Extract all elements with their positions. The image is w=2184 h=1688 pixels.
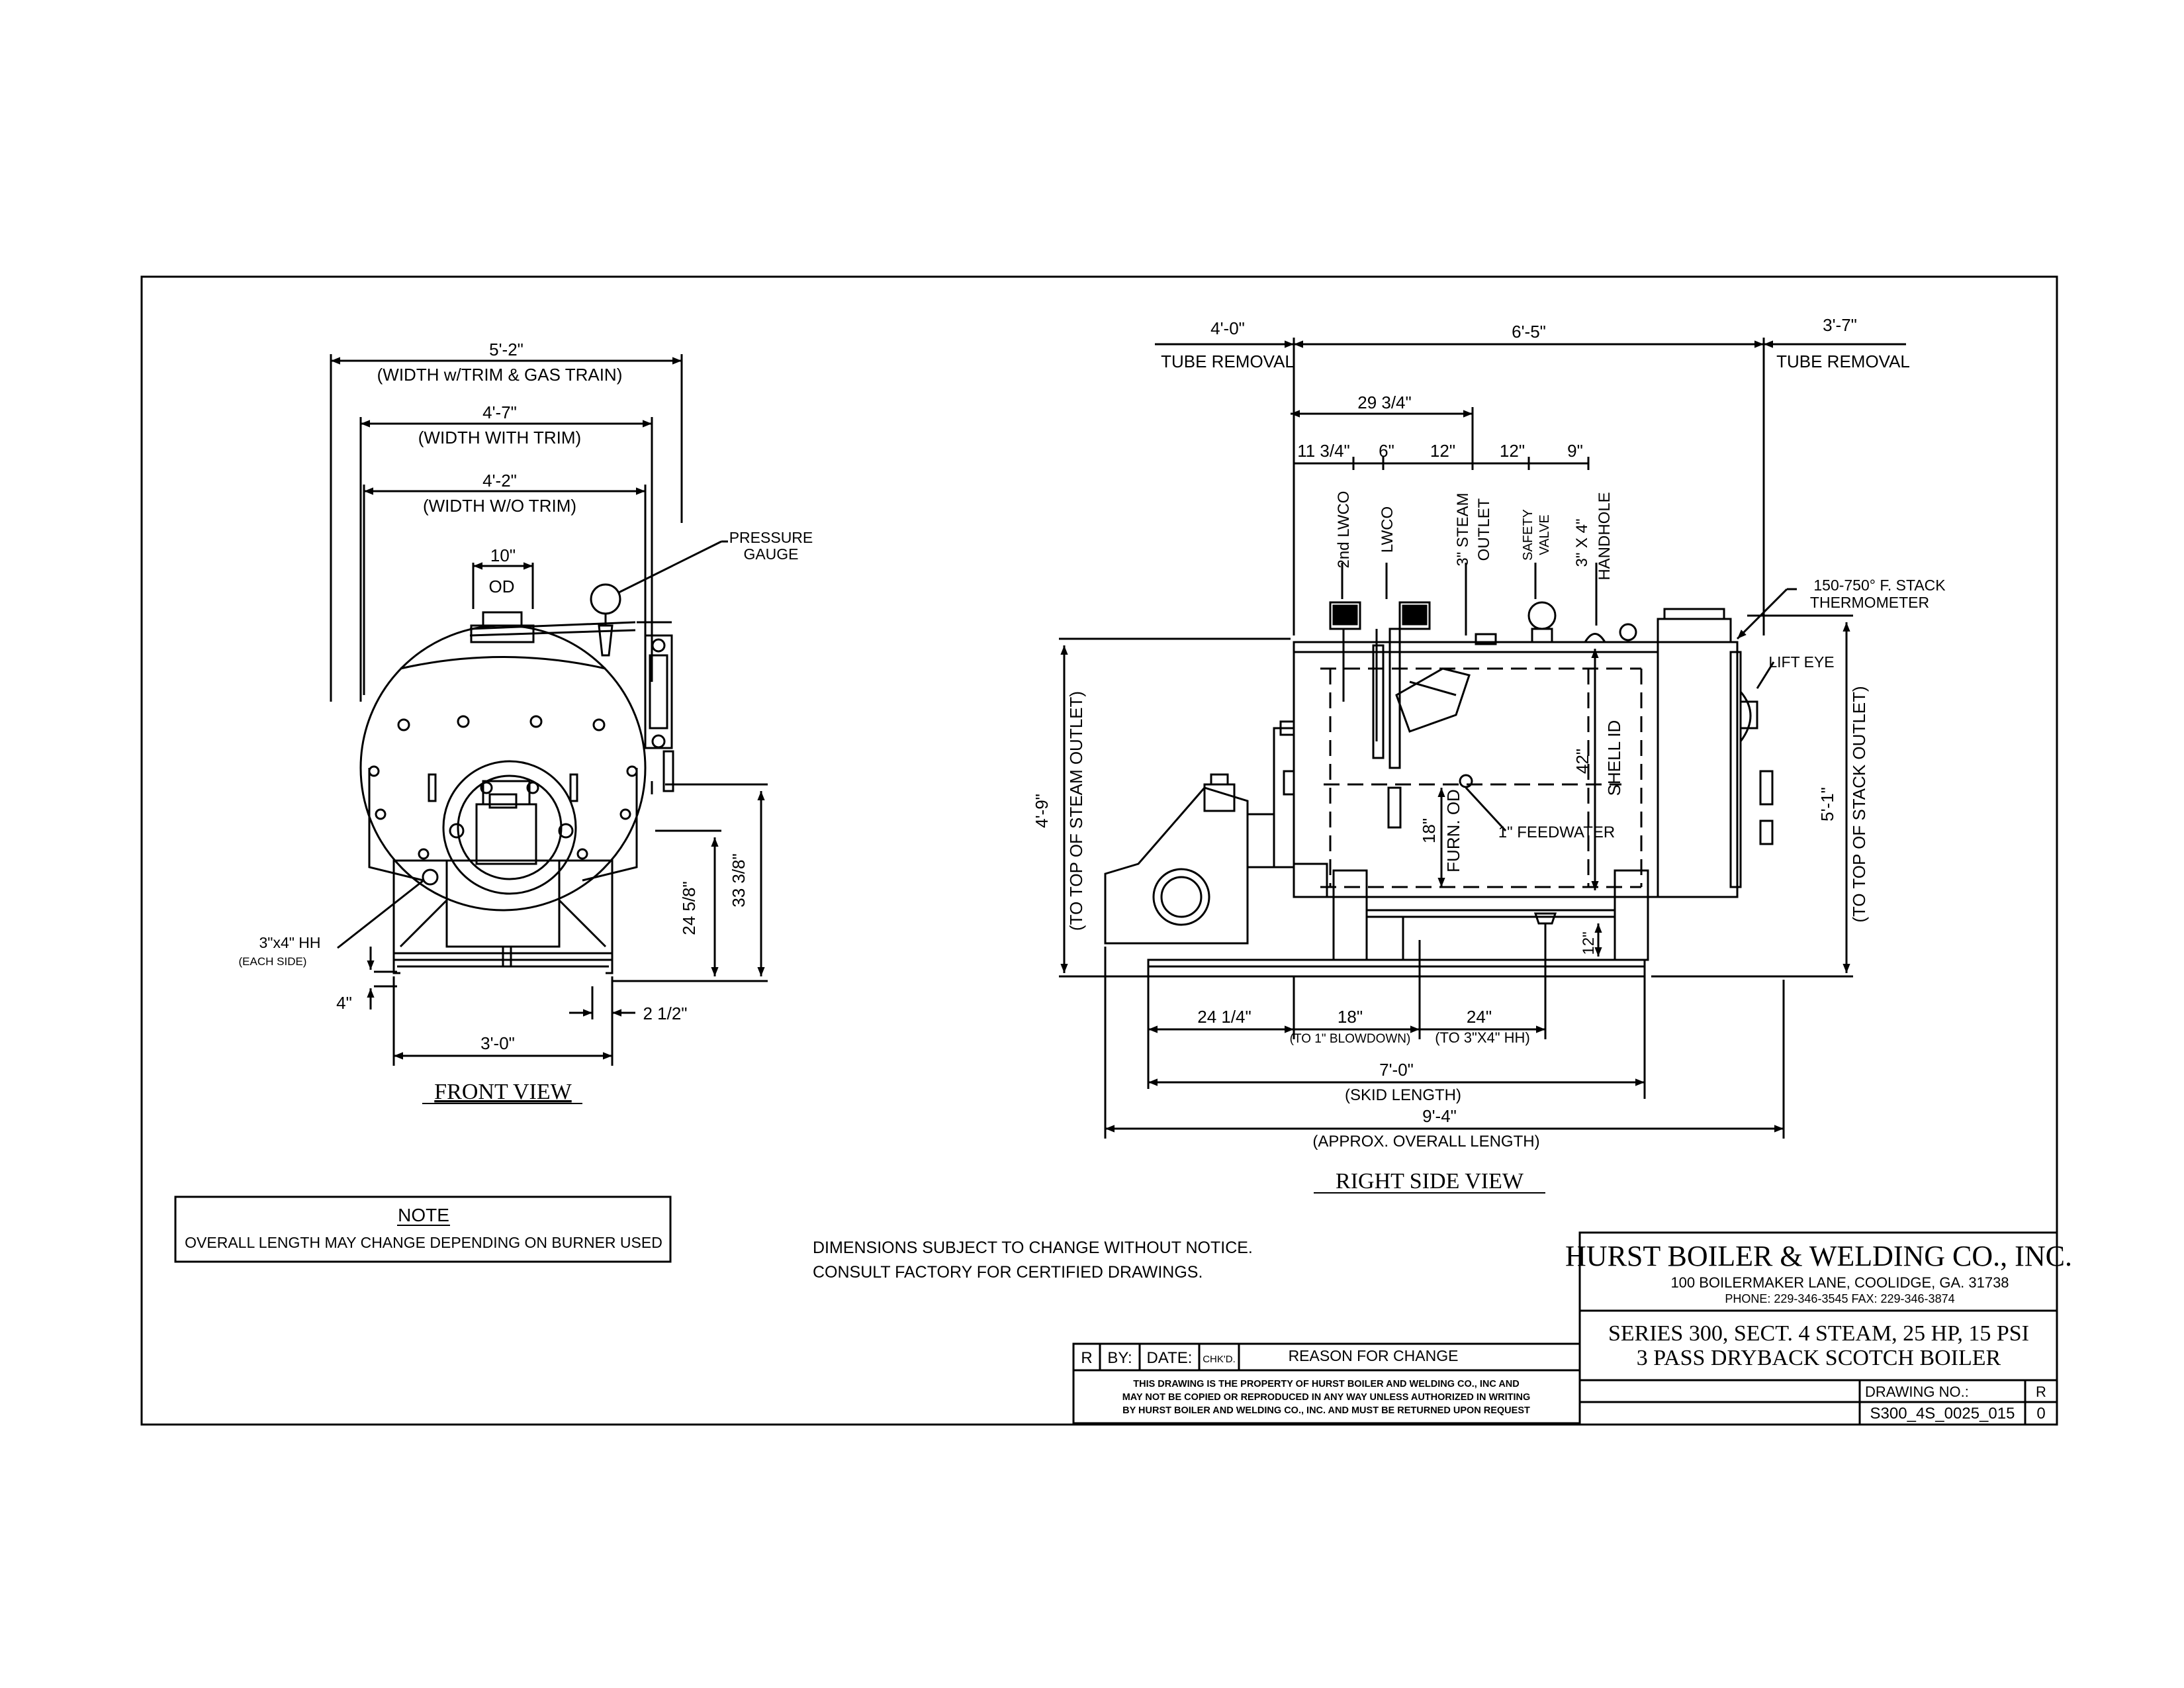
disclaimer-line-1: DIMENSIONS SUBJECT TO CHANGE WITHOUT NOT…: [813, 1239, 1253, 1257]
label-handhole-2: HANDHOLE: [1596, 492, 1614, 580]
label-top-of-steam-outlet: (TO TOP OF STEAM OUTLET): [1066, 691, 1086, 931]
dim-6-5: 6'-5": [1512, 322, 1546, 342]
note-title: NOTE: [398, 1205, 449, 1225]
drawing-rev-label: R: [2036, 1383, 2046, 1400]
dim-9-4: 9'-4": [1422, 1106, 1457, 1126]
dim-12-vertical: 12": [1580, 931, 1598, 955]
dim-right-tube-removal: 3'-7": [1823, 315, 1857, 335]
label-pressure-gauge-2: GAUGE: [743, 545, 798, 563]
dim-12b: 12": [1500, 441, 1525, 461]
property-notice-1: THIS DRAWING IS THE PROPERTY OF HURST BO…: [1133, 1379, 1520, 1389]
label-width-wo-trim: (WIDTH W/O TRIM): [423, 496, 576, 516]
label-handhole-2: (EACH SIDE): [239, 955, 307, 968]
dim-9: 9": [1567, 441, 1583, 461]
dim-24: 24": [1467, 1007, 1492, 1027]
dim-42: 42": [1572, 749, 1592, 774]
dim-2-half: 2 1/2": [643, 1004, 687, 1023]
label-pressure-gauge-1: PRESSURE: [729, 529, 813, 546]
dim-5-1: 5'-1": [1817, 787, 1837, 821]
label-steam-outlet-1: 3" STEAM: [1454, 492, 1472, 566]
label-feedwater: 1" FEEDWATER: [1498, 823, 1615, 841]
label-safety-valve-1: SAFETY: [1521, 509, 1535, 561]
disclaimer: DIMENSIONS SUBJECT TO CHANGE WITHOUT NOT…: [813, 1239, 1253, 1282]
dim-18: 18": [1338, 1007, 1363, 1027]
disclaimer-line-2: CONSULT FACTORY FOR CERTIFIED DRAWINGS.: [813, 1263, 1203, 1282]
side-view-labels: 4'-0" TUBE REMOVAL 6'-5" 3'-7" TUBE REMO…: [1032, 315, 1946, 1194]
drawing-rev: 0: [2036, 1405, 2045, 1423]
dim-6: 6": [1379, 441, 1394, 461]
revision-block: R BY: DATE: CHK'D. REASON FOR CHANGE THI…: [1072, 1342, 1581, 1425]
label-width-trim-gas: (WIDTH w/TRIM & GAS TRAIN): [377, 365, 623, 385]
rev-col-r: R: [1081, 1349, 1092, 1367]
label-stack-od: OD: [489, 577, 515, 596]
label-skid-length: (SKID LENGTH): [1345, 1086, 1461, 1104]
label-to-handhole: (TO 3"X4" HH): [1435, 1029, 1530, 1046]
note-box: NOTE OVERALL LENGTH MAY CHANGE DEPENDING…: [174, 1196, 672, 1263]
dim-12a: 12": [1430, 441, 1455, 461]
side-view: [1059, 338, 1906, 1139]
dim-left-tube-removal: 4'-0": [1210, 318, 1245, 338]
label-lift-eye: LIFT EYE: [1768, 653, 1834, 671]
label-lwco: LWCO: [1379, 506, 1396, 553]
label-top-of-stack-outlet: (TO TOP OF STACK OUTLET): [1849, 686, 1869, 922]
title-block: HURST BOILER & WELDING CO., INC. 100 BOI…: [1565, 1231, 2072, 1426]
dim-4-9: 4'-9": [1032, 794, 1052, 828]
rev-col-chkd: CHK'D.: [1203, 1354, 1236, 1365]
front-view-labels: 5'-2" (WIDTH w/TRIM & GAS TRAIN) 4'-7" (…: [239, 340, 813, 1104]
dim-11-3-4: 11 3/4": [1297, 441, 1350, 461]
label-handhole-1: 3"x4" HH: [259, 934, 320, 951]
dim-18-vertical: 18": [1419, 818, 1439, 843]
rev-col-by: BY:: [1107, 1349, 1132, 1367]
series-line-1: SERIES 300, SECT. 4 STEAM, 25 HP, 15 PSI: [1608, 1321, 2029, 1346]
front-view-title: FRONT VIEW: [434, 1080, 572, 1104]
side-view-title: RIGHT SIDE VIEW: [1336, 1169, 1524, 1194]
label-left-tube-removal: TUBE REMOVAL: [1161, 352, 1295, 371]
property-notice-3: BY HURST BOILER AND WELDING CO., INC. AN…: [1122, 1405, 1530, 1416]
dim-24-5-8: 24 5/8": [679, 881, 699, 935]
rev-col-date: DATE:: [1147, 1349, 1193, 1367]
dim-29-3-4: 29 3/4": [1357, 393, 1412, 412]
label-width-trim: (WIDTH WITH TRIM): [418, 428, 581, 447]
dim-width-trim: 4'-7": [482, 402, 517, 422]
label-2nd-lwco: 2nd LWCO: [1335, 491, 1353, 569]
sheet-border: [140, 275, 2058, 1426]
label-steam-outlet-2: OUTLET: [1475, 498, 1493, 561]
dim-7-0: 7'-0": [1379, 1060, 1414, 1080]
drawing-no-label: DRAWING NO.:: [1865, 1383, 1969, 1400]
company-phone: PHONE: 229-346-3545 FAX: 229-346-3874: [1725, 1292, 1954, 1305]
label-stack-thermometer-1: 150-750° F. STACK: [1813, 577, 1946, 594]
label-shell-id: SHELL ID: [1604, 720, 1624, 796]
dim-width-wo-trim: 4'-2": [482, 471, 517, 491]
label-handhole-1: 3" X 4": [1573, 518, 1591, 567]
label-stack-thermometer-2: THERMOMETER: [1810, 594, 1929, 611]
dim-24-1-4: 24 1/4": [1197, 1007, 1251, 1027]
series-line-2: 3 PASS DRYBACK SCOTCH BOILER: [1637, 1346, 2001, 1370]
label-overall-length: (APPROX. OVERALL LENGTH): [1312, 1133, 1539, 1150]
dim-stack: 10": [490, 545, 516, 565]
dim-4: 4": [336, 993, 352, 1013]
dim-33-3-8: 33 3/8": [729, 853, 749, 908]
front-view: [330, 354, 768, 1066]
dim-3-0: 3'-0": [480, 1033, 515, 1053]
dim-width-trim-gas: 5'-2": [489, 340, 523, 359]
label-right-tube-removal: TUBE REMOVAL: [1776, 352, 1910, 371]
drawing-number: S300_4S_0025_015: [1870, 1405, 2015, 1423]
company-name: HURST BOILER & WELDING CO., INC.: [1565, 1240, 2072, 1272]
rev-col-reason: REASON FOR CHANGE: [1289, 1347, 1459, 1364]
label-to-blowdown: (TO 1" BLOWDOWN): [1290, 1032, 1411, 1046]
note-text: OVERALL LENGTH MAY CHANGE DEPENDING ON B…: [185, 1234, 662, 1251]
label-furnace-od: FURN. OD: [1443, 789, 1463, 872]
company-address: 100 BOILERMAKER LANE, COOLIDGE, GA. 3173…: [1670, 1274, 2009, 1291]
property-notice-2: MAY NOT BE COPIED OR REPRODUCED IN ANY W…: [1122, 1392, 1531, 1403]
label-safety-valve-2: VALVE: [1537, 514, 1552, 555]
